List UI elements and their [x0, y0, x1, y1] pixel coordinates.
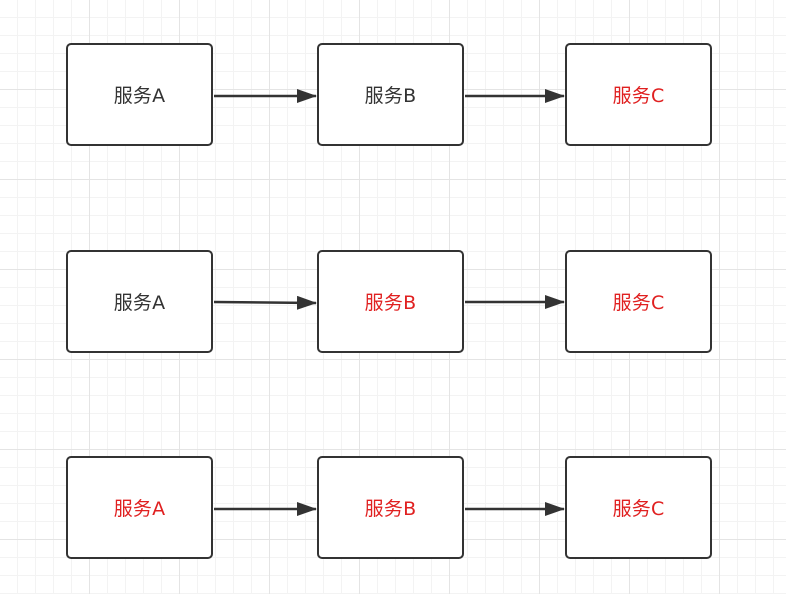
- service-c-label: 服务C: [612, 85, 665, 107]
- service-c-node-row-3[interactable]: 服务C: [565, 456, 712, 559]
- service-a-label: 服务A: [113, 85, 166, 107]
- service-b-node-row-3[interactable]: 服务B: [317, 456, 464, 559]
- service-c-label: 服务C: [612, 498, 665, 520]
- service-a-node-row-2[interactable]: 服务A: [66, 250, 213, 353]
- service-b-label: 服务B: [364, 292, 417, 314]
- service-a-label: 服务A: [113, 292, 166, 314]
- service-b-label: 服务B: [364, 498, 417, 520]
- arrow-a-to-b-row-2: [213, 295, 317, 310]
- service-a-node-row-1[interactable]: 服务A: [66, 43, 213, 146]
- service-c-node-row-1[interactable]: 服务C: [565, 43, 712, 146]
- service-b-node-row-2[interactable]: 服务B: [317, 250, 464, 353]
- service-a-label: 服务A: [113, 498, 166, 520]
- service-c-label: 服务C: [612, 292, 665, 314]
- service-b-label: 服务B: [364, 85, 417, 107]
- service-a-node-row-3[interactable]: 服务A: [66, 456, 213, 559]
- service-c-node-row-2[interactable]: 服务C: [565, 250, 712, 353]
- service-b-node-row-1[interactable]: 服务B: [317, 43, 464, 146]
